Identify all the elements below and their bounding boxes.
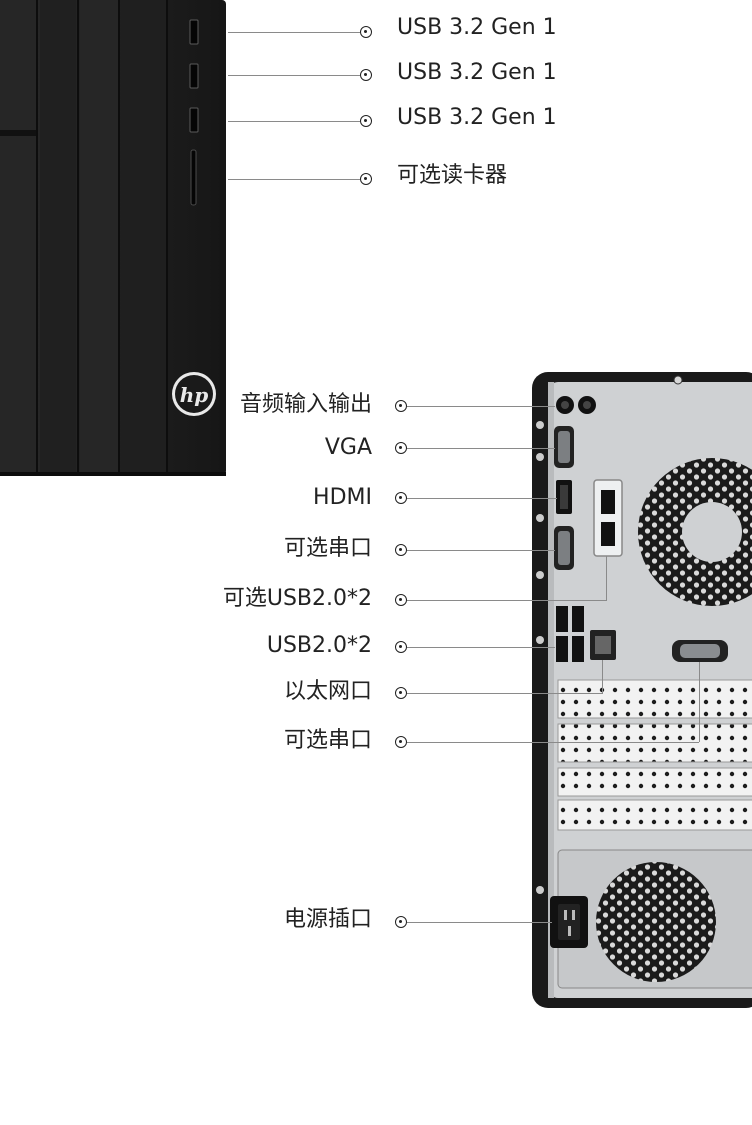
front-usb-label-2: USB 3.2 Gen 1 [397,60,557,85]
callout-marker-icon [360,115,372,127]
rear-usb2-ports [556,606,584,662]
callout-marker-icon [360,173,372,185]
tower-front-panel [0,0,226,476]
expansion-slot-covers [557,679,752,831]
leader-line [407,922,552,923]
optional-usb2-label: 可选USB2.0*2 [222,586,372,611]
optional-serial-label-2: 可选串口 [283,728,372,753]
rear-power-socket [550,896,588,948]
callout-marker-icon [395,736,407,748]
power-socket-label: 电源插口 [283,907,372,932]
callout-marker-icon [395,442,407,454]
leader-line [228,179,360,180]
callout-marker-icon [395,544,407,556]
rear-vga-port [554,426,574,468]
hp-logo: hp [172,372,216,416]
hdmi-label: HDMI [313,485,372,510]
vga-label: VGA [324,435,372,460]
front-usb-label-1: USB 3.2 Gen 1 [397,15,557,40]
callout-marker-icon [395,641,407,653]
leader-line [407,406,555,407]
audio-io-label: 音频输入输出 [239,392,372,417]
callout-marker-icon [395,687,407,699]
leader-line [228,121,360,122]
front-usb-label-3: USB 3.2 Gen 1 [397,105,557,130]
leader-line [407,600,607,601]
card-reader-label: 可选读卡器 [397,163,508,188]
rear-optional-usb [593,479,623,557]
leader-line [407,550,555,551]
leader-line [228,32,360,33]
rear-ethernet-port [590,630,616,660]
leader-line [606,556,607,600]
leader-line [407,742,699,743]
callout-marker-icon [395,400,407,412]
rear-audio-jacks [556,396,596,414]
front-usb-ports [189,19,199,206]
leader-line [407,448,555,449]
usb2-label: USB2.0*2 [266,633,372,658]
callout-marker-icon [395,594,407,606]
rear-fan-grille [638,458,752,606]
ethernet-label: 以太网口 [283,679,372,704]
svg-text:hp: hp [180,383,209,407]
leader-line [407,693,603,694]
leader-line [407,647,555,648]
leader-line [228,75,360,76]
callout-marker-icon [395,492,407,504]
leader-line [602,660,603,693]
psu-module [557,849,752,989]
callout-marker-icon [360,69,372,81]
leader-line [699,662,700,742]
optional-serial-label-1: 可选串口 [283,536,372,561]
callout-marker-icon [395,916,407,928]
rear-serial-port [554,526,574,570]
rear-hdmi-port [556,480,572,514]
callout-marker-icon [360,26,372,38]
rear-serial-port-2 [672,640,728,662]
leader-line [407,498,557,499]
